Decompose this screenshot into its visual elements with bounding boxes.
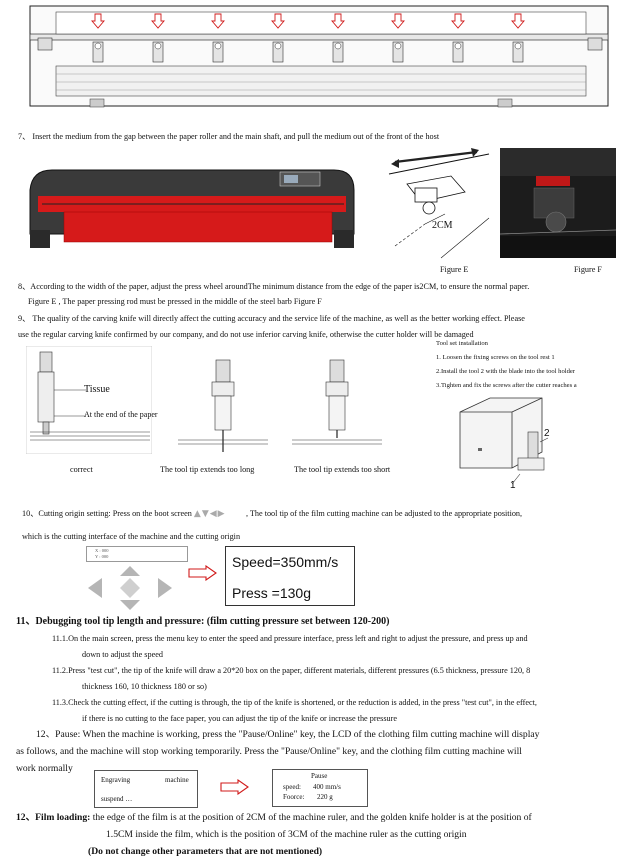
red-arrow-icon bbox=[391, 13, 405, 29]
tool-install-step-2: 2.Install the tool 2 with the blade into… bbox=[436, 368, 575, 375]
tool-install-step-1: 1. Loosen the fixing screws on the tool … bbox=[436, 354, 555, 361]
pinch-wheel bbox=[152, 41, 164, 63]
tool-holder-3d-illustration bbox=[459, 397, 549, 485]
pinch-wheel-knob bbox=[394, 42, 402, 50]
mini-screen-row-2: Y : 000 bbox=[95, 554, 109, 559]
pinch-wheel bbox=[392, 41, 404, 63]
pinch-wheel bbox=[512, 41, 524, 63]
lcd-press: Press =130g bbox=[232, 585, 311, 601]
caption-correct: correct bbox=[70, 465, 93, 474]
arrow-right-outline-icon-2 bbox=[220, 779, 249, 795]
red-arrow-icon bbox=[331, 13, 345, 29]
knife-correct-illustration bbox=[26, 346, 152, 454]
step-9-line2: use the regular carving knife confirmed … bbox=[18, 330, 474, 339]
pinch-wheel bbox=[212, 41, 224, 63]
caption-too-short: The tool tip extends too short bbox=[294, 465, 391, 474]
red-arrow-icon bbox=[271, 13, 285, 29]
red-arrow-icon bbox=[211, 13, 225, 29]
knife-too-short-illustration bbox=[292, 359, 382, 445]
figure-e-caption: Figure E bbox=[440, 265, 469, 274]
step-12-line1: 12、Pause: When the machine is working, p… bbox=[36, 729, 540, 740]
step-12-line2: as follows, and the machine will stop wo… bbox=[16, 746, 522, 757]
knife-too-long-illustration bbox=[178, 359, 268, 452]
distance-label: 2CM bbox=[432, 220, 453, 231]
tool-install-step-3: 3.Tighten and fix the screws after the c… bbox=[436, 382, 577, 389]
step-8-line1: 8、According to the width of the paper, a… bbox=[18, 282, 530, 291]
pinch-wheel-knob bbox=[334, 42, 342, 50]
step-10-line1-start: 10、Cutting origin setting: Press on the … bbox=[22, 509, 192, 518]
film-loading-title: 12、Film loading: bbox=[16, 812, 91, 823]
pinch-wheel bbox=[452, 41, 464, 63]
lcd-speed: Speed=350mm/s bbox=[232, 554, 339, 570]
step-11-1b: down to adjust the speed bbox=[82, 650, 163, 659]
step-10-line2: which is the cutting interface of the ma… bbox=[22, 532, 241, 541]
pause-lcd: Pause speed: 400 mm/s Foorce: 220 g bbox=[272, 769, 368, 807]
direction-pad-illustration bbox=[88, 566, 172, 610]
red-arrow-icon bbox=[91, 13, 105, 29]
film-loading-note: (Do not change other parameters that are… bbox=[88, 846, 323, 857]
figure-f-caption: Figure F bbox=[574, 265, 602, 274]
step-10-line1: 10、Cutting origin setting: Press on the … bbox=[22, 509, 522, 520]
pinch-wheel-knob bbox=[94, 42, 102, 50]
pinch-wheel-knob bbox=[514, 42, 522, 50]
step-9-line1: 9、 The quality of the carving knife will… bbox=[18, 314, 525, 323]
pinch-wheel-knob bbox=[454, 42, 462, 50]
red-arrow-icon bbox=[451, 13, 465, 29]
pinch-wheel-knob bbox=[214, 42, 222, 50]
step-10-line1-end: , The tool tip of the film cutting machi… bbox=[245, 509, 523, 518]
label-end-of-paper: At the end of the paper bbox=[84, 410, 158, 419]
suspend-word: suspend … bbox=[101, 795, 133, 803]
label-tissue: Tissue bbox=[84, 384, 110, 395]
step-7-number: 7、 bbox=[18, 132, 31, 141]
pinch-wheel bbox=[272, 41, 284, 63]
plotter-top-illustration bbox=[29, 5, 609, 108]
machine-word: machine bbox=[165, 776, 189, 784]
step-11-3a: 11.3.Check the cutting effect, if the cu… bbox=[52, 698, 537, 707]
origin-mini-screen: X : 000 Y : 000 bbox=[86, 546, 188, 562]
pause-title: Pause bbox=[311, 772, 328, 780]
arrow-right-outline-icon bbox=[188, 565, 217, 581]
figure-e-sketch bbox=[388, 148, 490, 259]
arrow-right-icon bbox=[158, 578, 172, 598]
step-11-1a: 11.1.On the main screen, press the menu … bbox=[52, 634, 528, 643]
pause-speed-value: 400 mm/s bbox=[313, 783, 341, 791]
pinch-wheel bbox=[332, 41, 344, 63]
figure-f-photo bbox=[500, 148, 616, 258]
plotter-side-illustration bbox=[29, 169, 355, 248]
pinch-wheel-knob bbox=[274, 42, 282, 50]
engraving-word: Engraving bbox=[101, 776, 131, 784]
arrow-left-icon bbox=[88, 578, 102, 598]
red-arrow-icon bbox=[151, 13, 165, 29]
arrow-keys-icon: ▲▼◀▶ bbox=[193, 509, 226, 519]
step-11-3b: if there is no cutting to the face paper… bbox=[82, 714, 398, 723]
arrow-up-icon bbox=[120, 566, 140, 576]
step-11-2a: 11.2.Press "test cut", the tip of the kn… bbox=[52, 666, 531, 675]
tool-label-1: 1 bbox=[510, 480, 516, 491]
step-7-text: 7、 Insert the medium from the gap betwee… bbox=[18, 132, 439, 142]
pause-speed-label: speed: bbox=[283, 783, 301, 791]
film-loading-text1: the edge of the film is at the position … bbox=[90, 812, 532, 823]
tool-label-2: 2 bbox=[544, 428, 550, 439]
red-arrow-icon bbox=[511, 13, 525, 29]
pause-force-label: Foorce: bbox=[283, 793, 305, 801]
engraving-suspend-lcd: Engraving machine suspend … bbox=[94, 770, 198, 808]
step-8-line2: Figure E , The paper pressing rod must b… bbox=[28, 297, 322, 306]
arrow-down-icon bbox=[120, 600, 140, 610]
step-11-title: 11、Debugging tool tip length and pressur… bbox=[16, 616, 390, 627]
step-7-body: Insert the medium from the gap between t… bbox=[32, 132, 440, 141]
mini-screen-row-1: X : 000 bbox=[95, 548, 109, 553]
tool-install-title: Tool set installation bbox=[436, 340, 488, 347]
caption-too-long: The tool tip extends too long bbox=[160, 465, 255, 474]
pinch-wheel-knob bbox=[154, 42, 162, 50]
film-loading-line1: 12、Film loading: the edge of the film is… bbox=[16, 812, 532, 824]
step-11-2b: thickness 160, 10 thickness 180 or so) bbox=[82, 682, 207, 691]
step-12-line3: work normally bbox=[16, 763, 73, 774]
pause-force-value: 220 g bbox=[317, 793, 333, 801]
film-loading-line2: 1.5CM inside the film, which is the posi… bbox=[106, 829, 467, 840]
speed-pressure-lcd: Speed=350mm/s Press =130g bbox=[225, 546, 355, 606]
pinch-wheel bbox=[92, 41, 104, 63]
